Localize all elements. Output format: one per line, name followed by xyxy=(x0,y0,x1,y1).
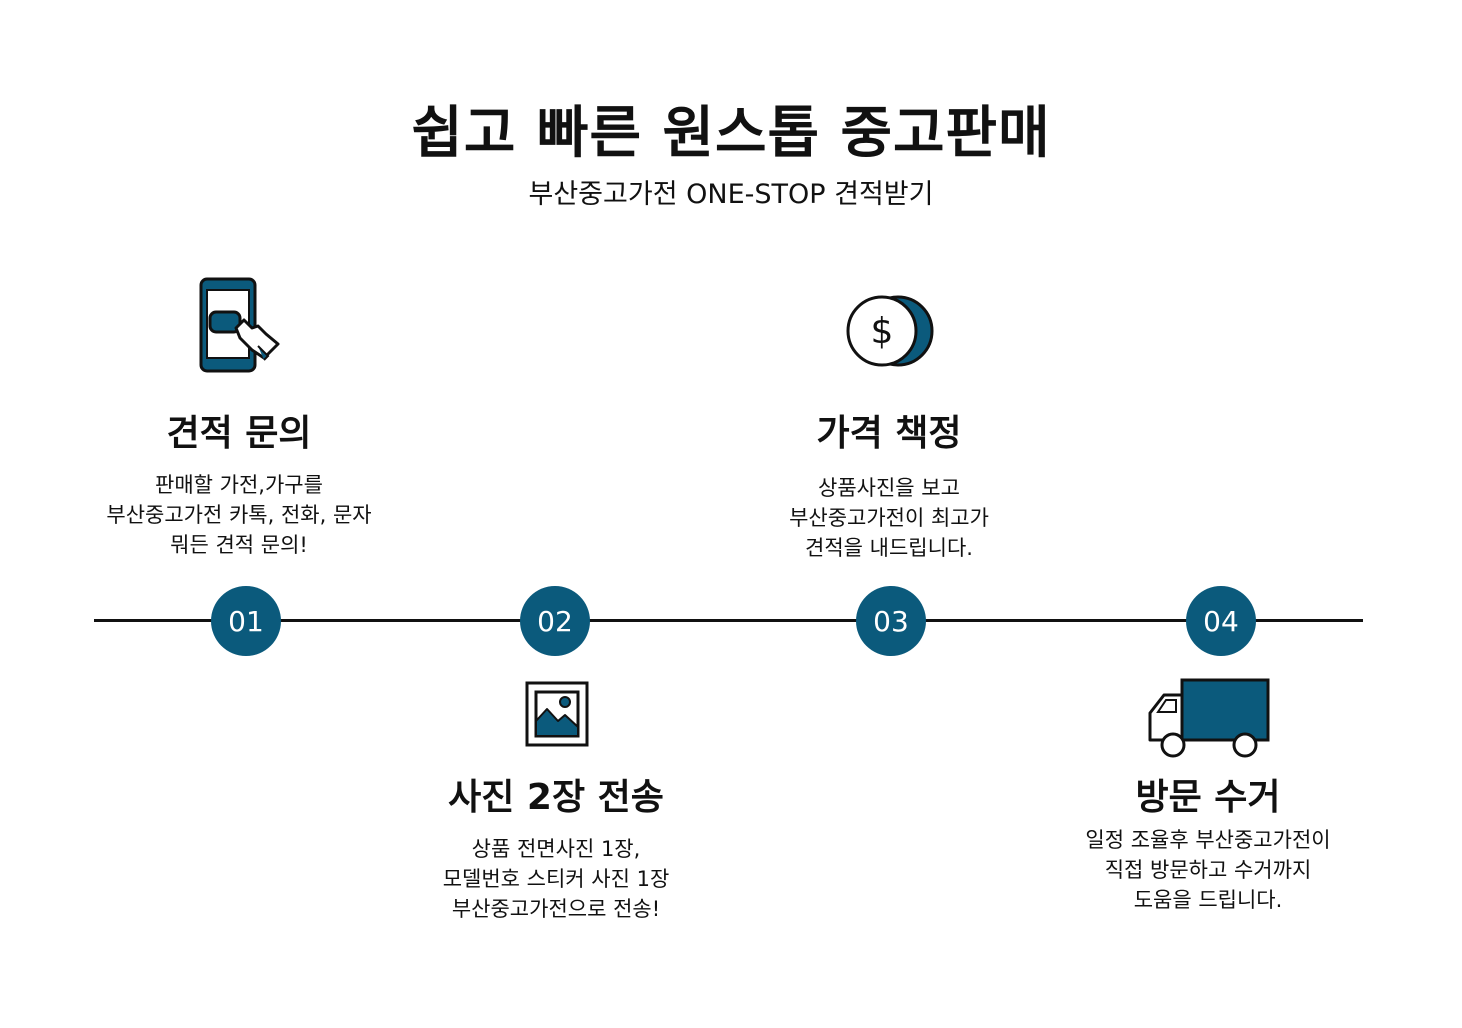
step-3-title: 가격 책정 xyxy=(816,413,962,454)
page-subtitle: 부산중고가전 ONE-STOP 견적받기 xyxy=(528,179,934,210)
step-1-line-1: 판매할 가전,가구를 xyxy=(155,473,323,497)
step-2-line-3: 부산중고가전으로 전송! xyxy=(451,897,661,921)
step-4-badge: 04 xyxy=(1186,586,1256,656)
step-2-badge: 02 xyxy=(520,586,590,656)
timeline-line xyxy=(94,619,1363,622)
step-4-line-2: 직접 방문하고 수거까지 xyxy=(1104,858,1312,882)
step-2-line-2: 모델번호 스티커 사진 1장 xyxy=(442,867,670,891)
step-3-badge: 03 xyxy=(856,586,926,656)
step-1-badge: 01 xyxy=(211,586,281,656)
step-4-line-1: 일정 조율후 부산중고가전이 xyxy=(1085,828,1331,852)
step-2-title: 사진 2장 전송 xyxy=(448,777,664,818)
photo-icon xyxy=(525,681,589,751)
step-3-description: 상품사진을 보고 부산중고가전이 최고가 견적을 내드립니다. xyxy=(689,473,1089,563)
step-4-description: 일정 조율후 부산중고가전이 직접 방문하고 수거까지 도움을 드립니다. xyxy=(1008,825,1408,915)
step-1-line-3: 뭐든 견적 문의! xyxy=(170,533,308,557)
step-3-line-1: 상품사진을 보고 xyxy=(818,476,960,500)
step-1-line-2: 부산중고가전 카톡, 전화, 문자 xyxy=(106,503,372,527)
step-4-title: 방문 수거 xyxy=(1135,777,1281,818)
step-3-line-2: 부산중고가전이 최고가 xyxy=(789,506,989,530)
svg-text:$: $ xyxy=(871,311,894,352)
step-1-description: 판매할 가전,가구를 부산중고가전 카톡, 전화, 문자 뭐든 견적 문의! xyxy=(39,470,439,560)
phone-touch-icon xyxy=(196,276,286,380)
step-4-line-3: 도움을 드립니다. xyxy=(1133,888,1283,912)
step-3-line-3: 견적을 내드립니다. xyxy=(805,536,973,560)
truck-icon xyxy=(1146,677,1272,765)
step-2-line-1: 상품 전면사진 1장, xyxy=(471,837,641,861)
page-title: 쉽고 빠른 원스톱 중고판매 xyxy=(411,101,1051,166)
coin-dollar-icon: $ xyxy=(844,293,936,373)
step-1-title: 견적 문의 xyxy=(166,413,312,454)
step-2-description: 상품 전면사진 1장, 모델번호 스티커 사진 1장 부산중고가전으로 전송! xyxy=(356,834,756,924)
